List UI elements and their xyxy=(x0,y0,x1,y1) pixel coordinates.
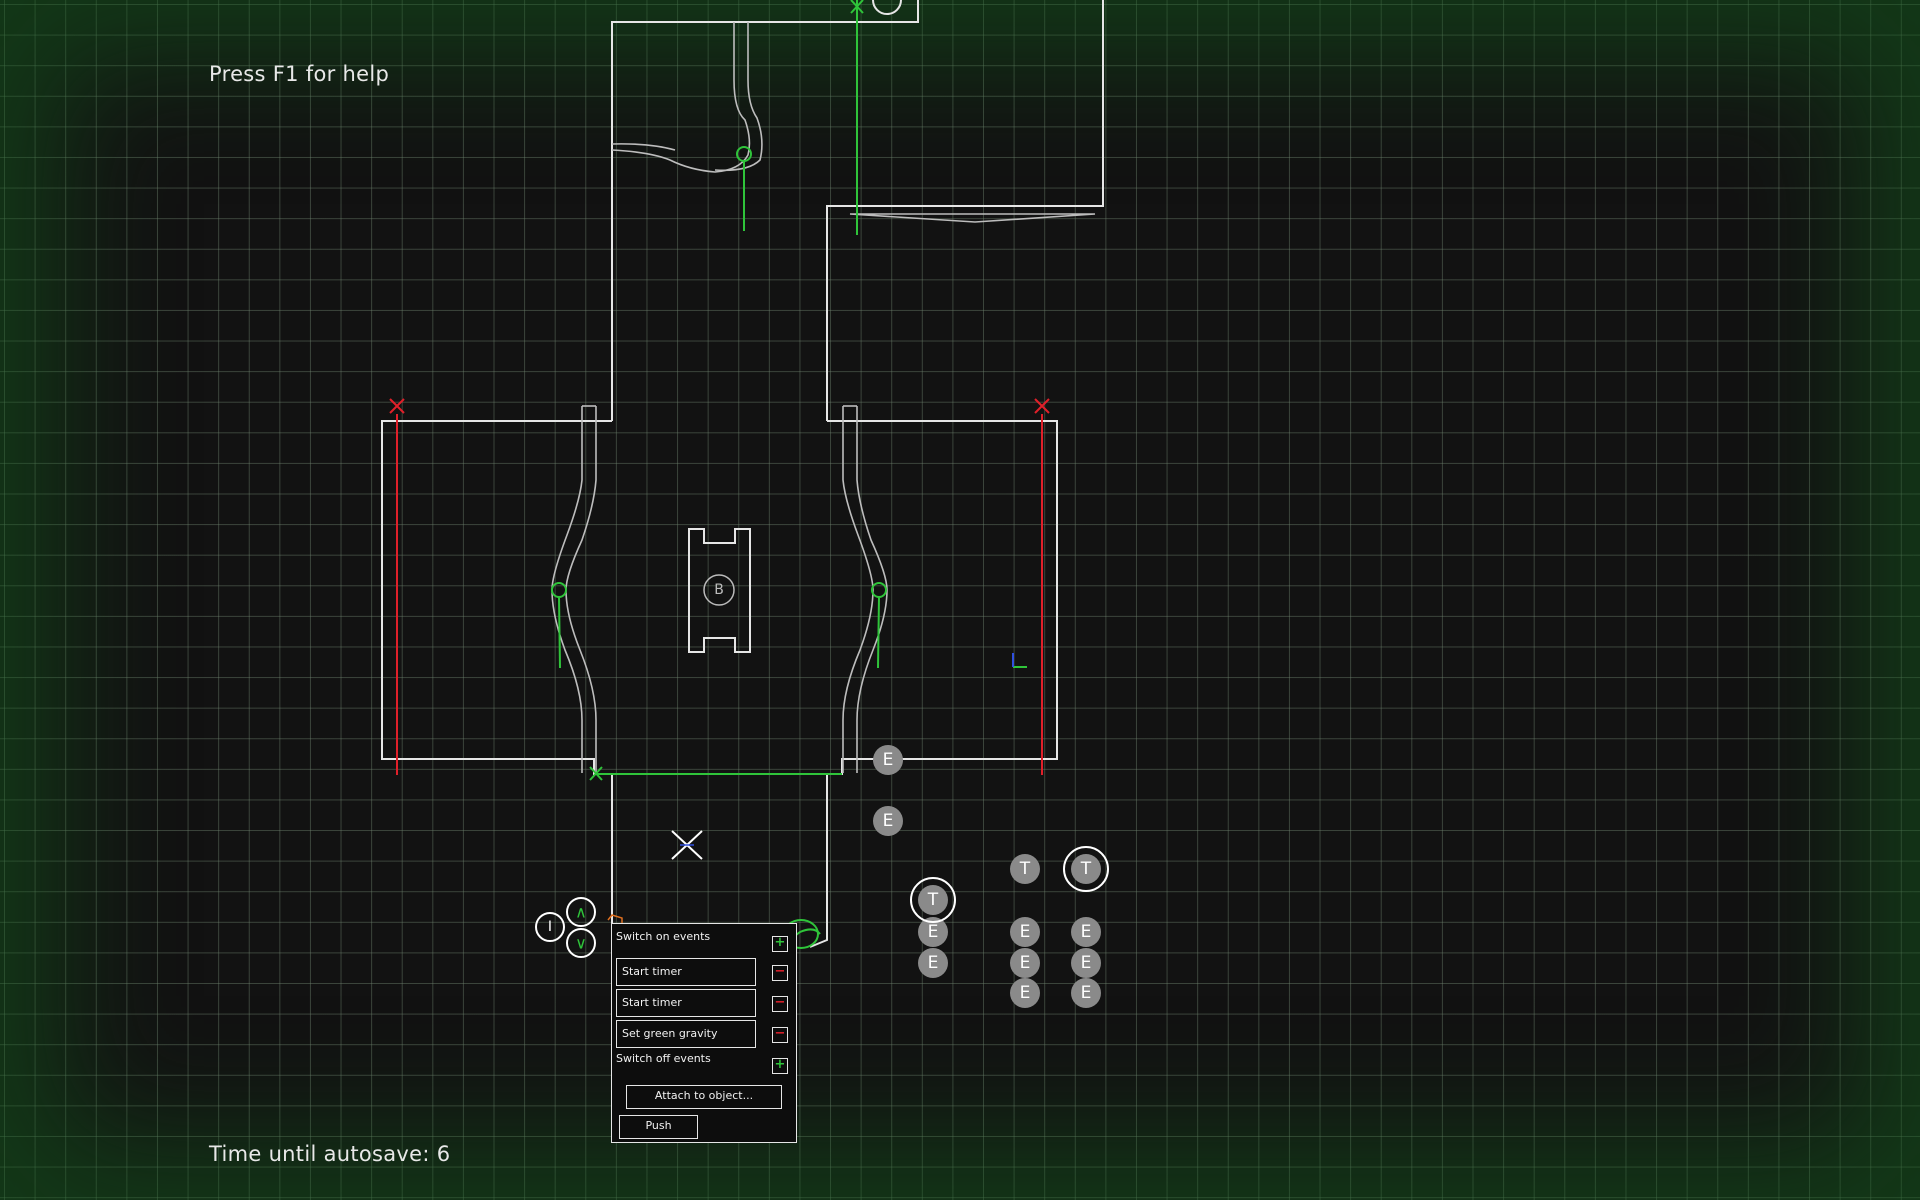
svg-text:I: I xyxy=(548,919,552,935)
upper-object-circle[interactable] xyxy=(872,0,902,15)
svg-text:E: E xyxy=(883,811,894,831)
event-marker[interactable]: E xyxy=(1010,917,1040,947)
pipe-right-curve-outer xyxy=(842,406,874,773)
switch-event-panel[interactable]: Switch on events + Start timer − Start t… xyxy=(611,923,797,1143)
wall-upper-right-room xyxy=(826,0,1104,421)
help-hint: Press F1 for help xyxy=(209,62,390,86)
floor-slope-upper xyxy=(849,213,1096,223)
laser-right-cross-icon[interactable] xyxy=(1034,398,1050,414)
svg-text:T: T xyxy=(927,890,939,910)
pipe-right-curve-inner xyxy=(856,406,888,773)
remove-event-button[interactable]: − xyxy=(772,965,788,981)
move-down-button[interactable]: ∨ xyxy=(566,928,596,958)
switch-node-left-icon[interactable] xyxy=(551,582,567,598)
remove-event-button[interactable]: − xyxy=(772,996,788,1012)
svg-text:E: E xyxy=(928,922,939,942)
event-marker[interactable]: E xyxy=(918,917,948,947)
event-marker[interactable]: E xyxy=(1010,948,1040,978)
event-marker[interactable]: E xyxy=(873,806,903,836)
info-marker[interactable]: I xyxy=(535,912,565,942)
event-marker[interactable]: E xyxy=(873,745,903,775)
switch-node-right-icon[interactable] xyxy=(871,582,887,598)
timer-marker[interactable]: T xyxy=(1010,854,1040,884)
green-beam-cross-icon[interactable] xyxy=(589,766,603,781)
add-on-event-button[interactable]: + xyxy=(772,936,788,952)
pipe-left-curve-inner xyxy=(565,406,597,773)
attach-to-object-button[interactable]: Attach to object... xyxy=(626,1085,782,1109)
pipe-upper-vertical xyxy=(611,22,751,173)
timer-marker-selected[interactable]: T xyxy=(1063,846,1109,892)
svg-text:E: E xyxy=(1081,983,1092,1003)
on-event-item[interactable]: Start timer xyxy=(616,958,756,986)
timer-marker-selected[interactable]: T xyxy=(910,877,956,923)
autosave-countdown: Time until autosave: 6 xyxy=(209,1142,451,1166)
wall-central-room xyxy=(381,420,1058,948)
down-arrow-icon: ∨ xyxy=(575,934,587,953)
pipe-left-curve-outer xyxy=(551,406,583,773)
svg-text:E: E xyxy=(1081,922,1092,942)
event-marker[interactable]: E xyxy=(1071,948,1101,978)
wall-upper-left-corridor xyxy=(611,0,919,421)
remove-event-button[interactable]: − xyxy=(772,1027,788,1043)
block-badge xyxy=(703,574,735,606)
svg-text:T: T xyxy=(1019,859,1031,879)
push-button[interactable]: Push xyxy=(619,1115,698,1139)
event-marker[interactable]: E xyxy=(918,948,948,978)
switch-on-events-label: Switch on events xyxy=(616,930,711,943)
svg-text:E: E xyxy=(928,953,939,973)
svg-text:E: E xyxy=(1020,953,1031,973)
switch-off-events-label: Switch off events xyxy=(616,1052,711,1065)
pipe-upper-vertical-inner xyxy=(714,22,763,172)
on-event-item[interactable]: Set green gravity xyxy=(616,1020,756,1048)
event-marker[interactable]: E xyxy=(1071,917,1101,947)
event-marker[interactable]: E xyxy=(1010,978,1040,1008)
on-event-item[interactable]: Start timer xyxy=(616,989,756,1017)
pipe-upper-horizontal xyxy=(611,143,676,151)
switch-lever-left xyxy=(558,596,561,669)
up-arrow-icon: ∧ xyxy=(575,903,587,922)
add-off-event-button[interactable]: + xyxy=(772,1058,788,1074)
event-marker[interactable]: E xyxy=(1071,978,1101,1008)
laser-left-cross-icon[interactable] xyxy=(389,398,405,414)
svg-text:E: E xyxy=(1081,953,1092,973)
movable-block[interactable] xyxy=(688,528,751,653)
switch-lever-right xyxy=(877,596,880,669)
svg-text:E: E xyxy=(1020,983,1031,1003)
block-label: B xyxy=(714,582,724,598)
svg-text:T: T xyxy=(1080,859,1092,879)
move-up-button[interactable]: ∧ xyxy=(566,897,596,927)
green-beam-top-cross-icon[interactable] xyxy=(850,0,864,14)
svg-text:E: E xyxy=(883,750,894,770)
svg-text:E: E xyxy=(1020,922,1031,942)
